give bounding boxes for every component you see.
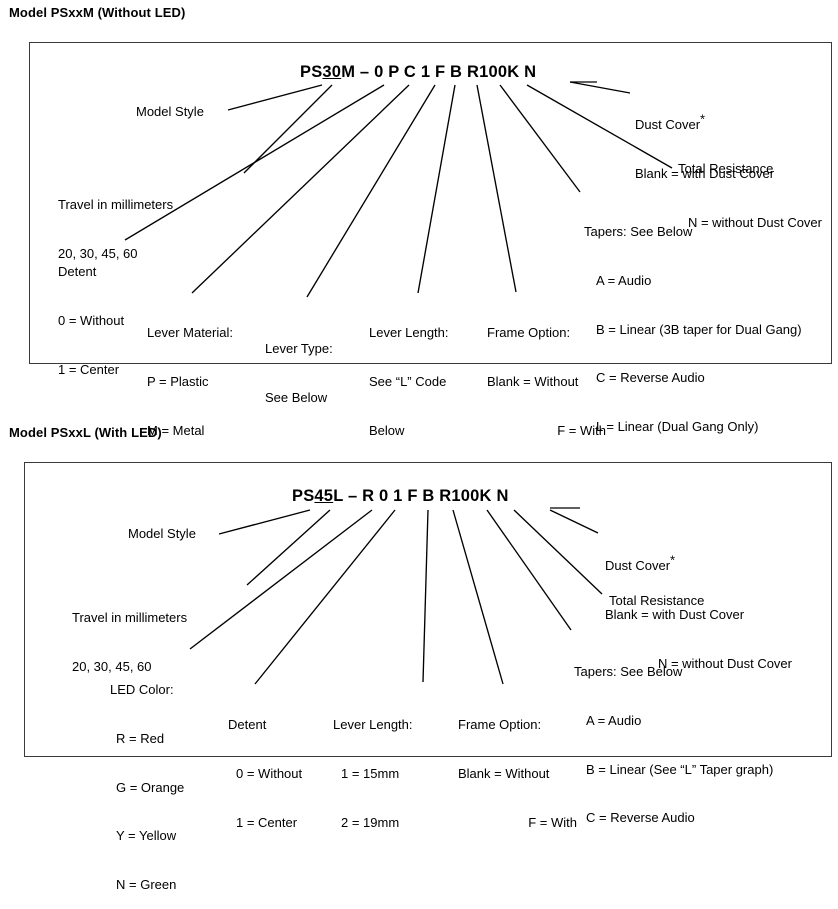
callout-travel-line-1: Travel in millimeters [58, 197, 174, 213]
callout-dust-cover-title: Dust Cover [635, 117, 701, 133]
callout-total-resistance-psxxm: Total Resistance [678, 161, 774, 176]
part-number-psxxl: PS45L – R 0 1 F B R100K N [292, 487, 509, 506]
callout-lever-length-line-1-2: Lever Length: [333, 717, 413, 733]
callout-lever-length-psxxm: Lever Length: See “L” Code Below [369, 293, 449, 455]
callout-frame-option-psxxm: Frame Option: Blank = Without F = With [487, 293, 606, 455]
callout-lever-length-line-1: Lever Length: [369, 325, 449, 341]
callout-dust-cover-line-2-2: Blank = with Dust Cover [605, 607, 745, 623]
callout-detent-line-2-2: 0 = Without [236, 766, 303, 782]
part-number-travel-digits: 30 [322, 63, 342, 81]
callout-frame-option-line-3: F = With [557, 422, 606, 438]
callout-tapers-line-2: A = Audio [596, 273, 652, 289]
section-title-psxxm: Model PSxxM (Without LED) [9, 5, 186, 20]
callout-lever-material-line-1: Lever Material: [147, 325, 233, 341]
callout-led-color-line-5: N = Green [116, 876, 177, 892]
callout-travel-psxxl: Travel in millimeters 20, 30, 45, 60 [72, 578, 187, 691]
part-number-suffix-2: L – R 0 1 F B R100K N [333, 487, 509, 505]
callout-detent-line-3-2: 1 = Center [236, 814, 298, 830]
callout-frame-option-line-1: Frame Option: [487, 325, 571, 341]
callout-lever-length-line-2: See “L” Code [369, 374, 447, 390]
callout-travel-line-2: 20, 30, 45, 60 [58, 246, 138, 262]
callout-lever-type-psxxm: Lever Type: See Below [265, 309, 333, 422]
callout-lever-type-line-2: See Below [265, 390, 328, 406]
callout-tapers-psxxm: Tapers: See Below A = Audio B = Linear (… [584, 192, 802, 451]
callout-dust-cover-title-2: Dust Cover [605, 558, 671, 574]
part-number-travel-digits-2: 45 [314, 487, 334, 505]
callout-led-color-line-2: R = Red [116, 731, 165, 747]
callout-dust-cover-line-3: N = without Dust Cover [687, 214, 822, 230]
callout-tapers-line-1: Tapers: See Below [584, 224, 693, 240]
callout-detent-psxxm: Detent 0 = Without 1 = Center [58, 232, 124, 394]
callout-dust-cover-line-2: Blank = with Dust Cover [635, 166, 775, 182]
callout-travel-line-2-2: 20, 30, 45, 60 [72, 659, 152, 675]
callout-dust-cover-psxxm: Dust Cover* Blank = with Dust Cover N = … [635, 85, 822, 247]
section-title-psxxl: Model PSxxL (With LED) [9, 425, 162, 440]
callout-led-color-line-4: Y = Yellow [116, 828, 177, 844]
callout-total-resistance-psxxl: Total Resistance [609, 593, 705, 608]
callout-travel-line-1-2: Travel in millimeters [72, 610, 188, 626]
callout-detent-psxxl: Detent 0 = Without 1 = Center [228, 685, 302, 847]
callout-dust-cover-line-1-2: Dust Cover* [605, 554, 792, 574]
callout-lever-material-line-3: M = Metal [147, 422, 205, 438]
callout-frame-option-line-2: Blank = Without [487, 374, 579, 390]
callout-tapers-line-2-2: A = Audio [586, 713, 642, 729]
callout-led-color-line-1: LED Color: [110, 682, 174, 698]
callout-lever-length-line-3-2: 2 = 19mm [341, 814, 400, 830]
callout-dust-cover-line-3-2: N = without Dust Cover [657, 655, 792, 671]
callout-led-color-psxxl: LED Color: R = Red G = Orange Y = Yellow… [110, 650, 184, 909]
callout-travel-psxxm: Travel in millimeters 20, 30, 45, 60 [58, 165, 173, 278]
callout-detent-line-2: 0 = Without [58, 313, 125, 329]
part-number-prefix-2: PS [292, 487, 315, 505]
part-number-suffix: M – 0 P C 1 F B R100K N [341, 63, 537, 81]
callout-detent-line-1: Detent [58, 264, 97, 280]
callout-model-style-psxxm: Model Style [136, 104, 204, 119]
part-number-prefix: PS [300, 63, 323, 81]
callout-frame-option-line-1-2: Frame Option: [458, 717, 542, 733]
callout-lever-type-line-1: Lever Type: [265, 341, 333, 357]
callout-tapers-line-3: B = Linear (3B taper for Dual Gang) [596, 321, 802, 337]
callout-detent-line-1-2: Detent [228, 717, 267, 733]
callout-dust-cover-line-1: Dust Cover* [635, 113, 822, 133]
callout-dust-cover-psxxl: Dust Cover* Blank = with Dust Cover N = … [605, 526, 792, 688]
asterisk-footnote-marker: * [700, 112, 706, 128]
callout-frame-option-line-2-2: Blank = Without [458, 766, 550, 782]
callout-lever-length-psxxl: Lever Length: 1 = 15mm 2 = 19mm [333, 685, 413, 847]
part-number-psxxm: PS30M – 0 P C 1 F B R100K N [300, 63, 536, 82]
callout-tapers-line-1-2: Tapers: See Below [574, 664, 683, 680]
callout-lever-material-line-2: P = Plastic [147, 374, 209, 390]
callout-led-color-line-3: G = Orange [116, 779, 185, 795]
callout-model-style-psxxl: Model Style [128, 526, 196, 541]
callout-lever-material-psxxm: Lever Material: P = Plastic M = Metal [147, 293, 233, 455]
callout-lever-length-line-2-2: 1 = 15mm [341, 766, 400, 782]
callout-frame-option-line-3-2: F = With [528, 814, 577, 830]
callout-lever-length-line-3: Below [369, 422, 405, 438]
asterisk-footnote-marker-2: * [670, 553, 676, 569]
callout-tapers-line-4: C = Reverse Audio [596, 370, 705, 386]
callout-tapers-line-4-2: C = Reverse Audio [586, 810, 695, 826]
callout-frame-option-psxxl: Frame Option: Blank = Without F = With [458, 685, 577, 847]
callout-detent-line-3: 1 = Center [58, 361, 120, 377]
callout-tapers-line-5: L = Linear (Dual Gang Only) [596, 418, 759, 434]
